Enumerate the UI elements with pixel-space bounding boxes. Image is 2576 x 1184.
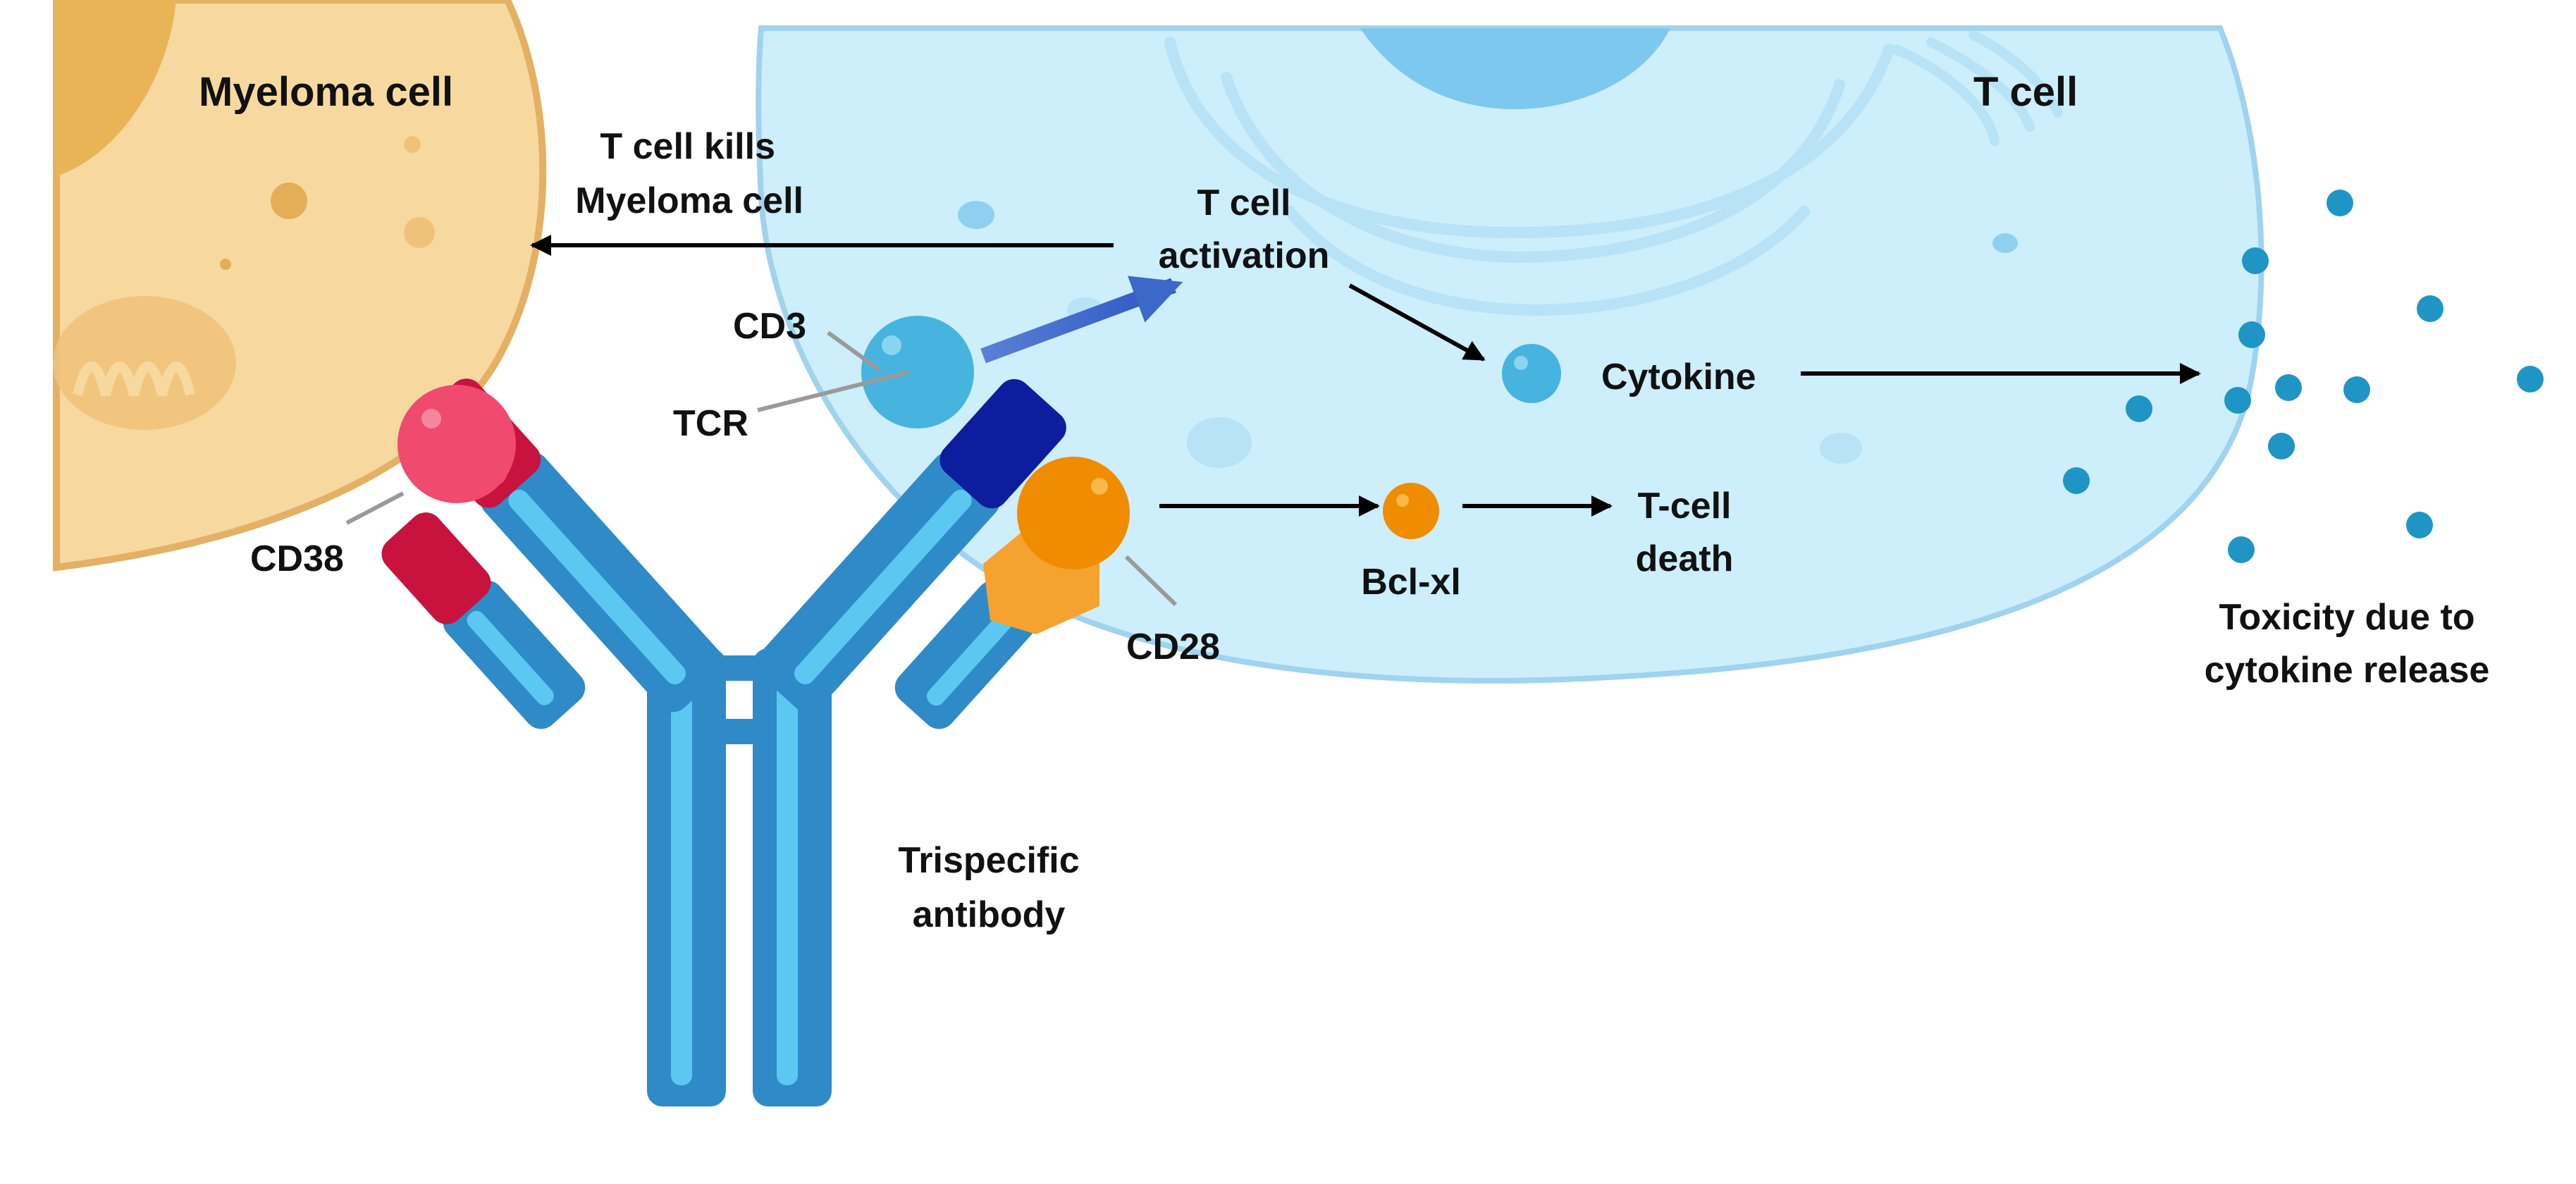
activation-arrow xyxy=(980,276,1183,364)
t-cell-label: T cell xyxy=(1973,69,2078,115)
kills-label-line1: T cell kills xyxy=(600,126,775,167)
tcell-death-label-line2: death xyxy=(1636,538,1734,579)
cytokine-dot xyxy=(2238,321,2265,348)
vesicle xyxy=(1187,417,1252,468)
bcl-xl-label: Bcl-xl xyxy=(1361,562,1461,603)
organelle-dot xyxy=(271,183,307,219)
cytokine-dot xyxy=(2268,433,2295,460)
released-cytokines xyxy=(2063,190,2544,563)
organelle-dot xyxy=(220,259,231,270)
cd28-leader-line xyxy=(1124,555,1178,607)
tcr-leader-line xyxy=(757,370,910,412)
t-cell-nucleus xyxy=(1360,28,1670,109)
tcr-label: TCR xyxy=(673,403,748,444)
vesicle xyxy=(1992,233,2018,253)
cytokine-dot xyxy=(2343,376,2370,403)
er-lines xyxy=(1164,37,1894,316)
organelle-dot xyxy=(404,136,421,153)
cytokine-dot xyxy=(2126,395,2152,422)
golgi-icon xyxy=(1891,30,2063,146)
cytokine-dot xyxy=(2224,387,2251,414)
cytokine-dot xyxy=(2242,247,2269,274)
activation-label-line1: T cell xyxy=(1197,183,1291,223)
cd3-binding-arm xyxy=(939,378,1066,509)
myeloma-nucleus xyxy=(56,0,176,176)
cd38-antigen xyxy=(398,385,516,503)
cd3-label: CD3 xyxy=(733,306,806,347)
cd38-binding-arm-light xyxy=(381,512,491,624)
kills-label-line2: Myeloma cell xyxy=(575,180,803,221)
cytokine-dot xyxy=(2517,366,2544,393)
cd3-tcr-ball xyxy=(861,316,974,428)
toxicity-label-line1: Toxicity due to xyxy=(2219,597,2475,638)
cd3-leader-line xyxy=(827,331,881,372)
tcell-death-label-line1: T-cell xyxy=(1638,486,1732,526)
cytokine-molecule xyxy=(1502,344,1561,403)
vesicle xyxy=(958,201,994,229)
myeloma-cell-label: Myeloma cell xyxy=(199,69,453,115)
cd38-label: CD38 xyxy=(250,538,344,579)
bcl-xl-molecule xyxy=(1383,483,1439,539)
toxicity-label-line2: cytokine release xyxy=(2205,650,2490,691)
antibody-label-line2: antibody xyxy=(913,894,1066,935)
vesicle xyxy=(1820,433,1862,464)
activation-label-line2: activation xyxy=(1159,235,1330,276)
cytokine-dot xyxy=(2228,536,2255,563)
cytokine-dot xyxy=(2275,374,2302,401)
cytokine-dot xyxy=(2417,295,2443,322)
cytokine-dot xyxy=(2327,190,2353,216)
organelle-dot xyxy=(404,217,435,248)
antibody-label-line1: Trispecific xyxy=(898,840,1079,881)
activation-to-cytokine-arrow xyxy=(1348,283,1486,362)
antibody-hinge xyxy=(717,655,761,681)
cytokine-label: Cytokine xyxy=(1601,357,1756,397)
cd38-leader-line xyxy=(345,491,405,525)
cd28-label: CD28 xyxy=(1126,627,1220,667)
cytokine-dot xyxy=(2406,512,2433,538)
cytokine-dot xyxy=(2063,467,2090,494)
cd28-antigen xyxy=(983,457,1130,634)
mitochondrion-icon xyxy=(53,296,236,430)
